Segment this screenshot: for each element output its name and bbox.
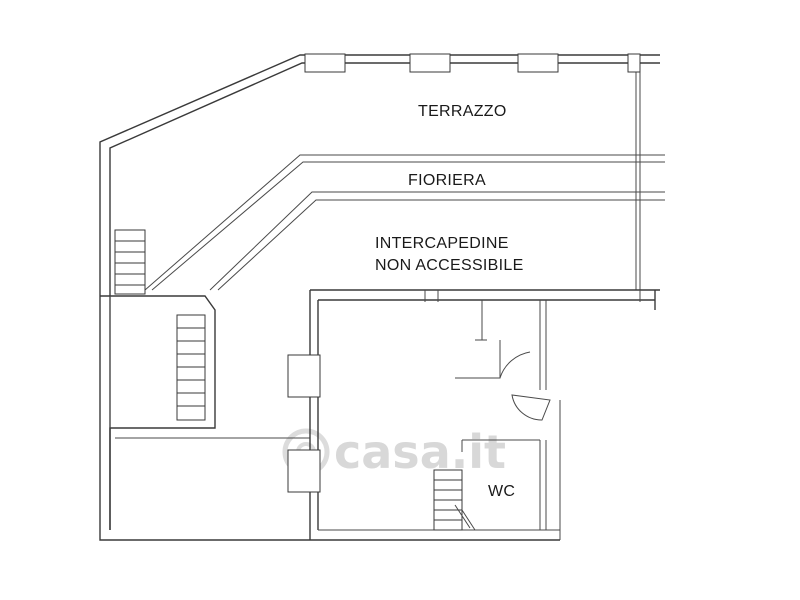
label-cavity-line2: NON ACCESSIBILE xyxy=(375,257,524,274)
lower-left-block xyxy=(100,295,310,530)
interior-room xyxy=(287,289,660,540)
terrace-stair xyxy=(114,229,146,295)
planter-walls xyxy=(144,154,665,291)
terrace-walls xyxy=(99,53,660,541)
railing-post xyxy=(304,53,346,73)
watermark-text: casa.it xyxy=(334,425,506,479)
label-cavity-line1: INTERCAPEDINE xyxy=(375,235,509,252)
railing-post xyxy=(627,53,641,73)
label-terrace: TERRAZZO xyxy=(418,103,507,120)
railing-post xyxy=(517,53,559,73)
wc-stair xyxy=(433,469,476,531)
label-wc: WC xyxy=(488,483,515,500)
door-swing xyxy=(511,394,551,421)
door-swing xyxy=(499,351,531,379)
label-planter: FIORIERA xyxy=(408,172,486,189)
window xyxy=(287,354,321,398)
railing-post xyxy=(409,53,451,73)
window xyxy=(287,449,321,493)
